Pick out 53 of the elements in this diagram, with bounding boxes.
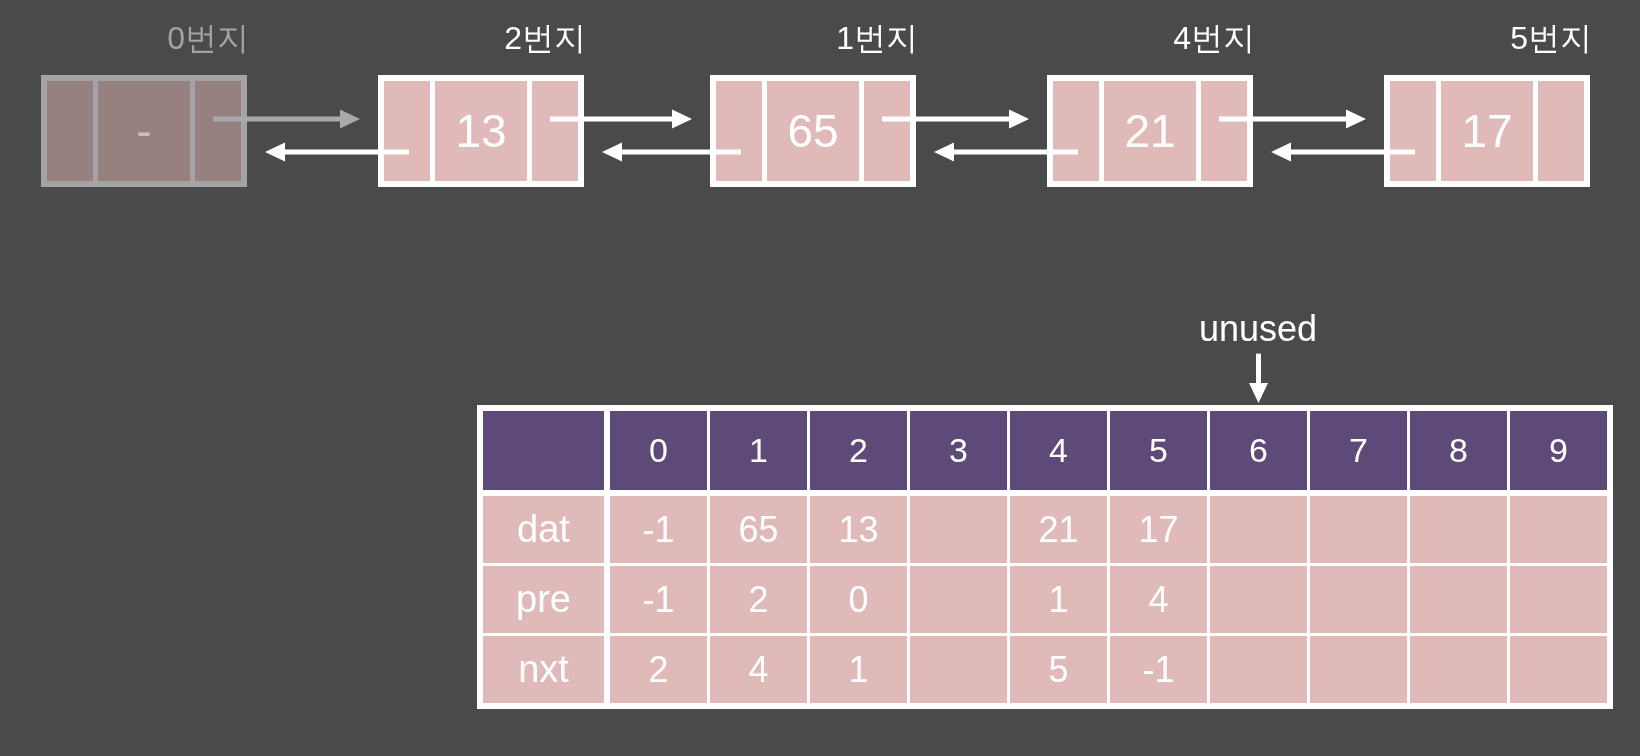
address-label: 4번지 bbox=[1173, 20, 1255, 57]
link-arrow bbox=[882, 109, 1029, 129]
node-value: 17 bbox=[1461, 108, 1513, 154]
address-label: 2번지 bbox=[504, 20, 586, 57]
table-cell: -1 bbox=[610, 496, 707, 563]
table-cell: 65 bbox=[710, 496, 807, 563]
table-cell: -1 bbox=[1110, 636, 1207, 703]
row-header-cell: dat bbox=[483, 496, 604, 563]
list-node-box bbox=[1384, 75, 1590, 187]
list-node-box bbox=[378, 75, 584, 187]
row-header-cell: nxt bbox=[483, 636, 604, 703]
table-cell: 17 bbox=[1110, 496, 1207, 563]
node-value: 13 bbox=[455, 108, 507, 154]
table-cell: 21 bbox=[1010, 496, 1107, 563]
link-arrow bbox=[1219, 109, 1366, 129]
header-cell: 2 bbox=[810, 411, 907, 490]
table-cell: 2 bbox=[710, 566, 807, 633]
header-cell: 8 bbox=[1410, 411, 1507, 490]
header-cell: 0 bbox=[610, 411, 707, 490]
address-label: 5번지 bbox=[1510, 20, 1592, 57]
table-cell: 5 bbox=[1010, 636, 1107, 703]
table-cell: 0 bbox=[810, 566, 907, 633]
link-arrow bbox=[934, 142, 1078, 162]
list-node-box bbox=[41, 75, 247, 187]
header-cell: 4 bbox=[1010, 411, 1107, 490]
list-node-box bbox=[710, 75, 916, 187]
address-label: 1번지 bbox=[836, 20, 918, 57]
table-cell: 1 bbox=[810, 636, 907, 703]
pointer-label: unused bbox=[1198, 309, 1318, 349]
node-value: 21 bbox=[1124, 108, 1176, 154]
node-value: 65 bbox=[787, 108, 839, 154]
list-node-box bbox=[1047, 75, 1253, 187]
header-cell: 9 bbox=[1510, 411, 1607, 490]
pointer-arrow bbox=[1249, 353, 1268, 403]
link-arrow bbox=[550, 109, 692, 129]
header-cell: 5 bbox=[1110, 411, 1207, 490]
table-cell: 2 bbox=[610, 636, 707, 703]
address-label: 0번지 bbox=[167, 20, 249, 57]
node-value: - bbox=[136, 108, 152, 154]
table-cell: 1 bbox=[1010, 566, 1107, 633]
table-cell: 4 bbox=[710, 636, 807, 703]
row-header-cell: pre bbox=[483, 566, 604, 633]
link-arrow bbox=[602, 142, 741, 162]
header-cell: 7 bbox=[1310, 411, 1407, 490]
table-cell: 4 bbox=[1110, 566, 1207, 633]
header-cell: 6 bbox=[1210, 411, 1307, 490]
table-cell: 13 bbox=[810, 496, 907, 563]
link-arrow bbox=[213, 109, 360, 129]
table-cell: -1 bbox=[610, 566, 707, 633]
link-arrow bbox=[1271, 142, 1415, 162]
header-cell: 3 bbox=[910, 411, 1007, 490]
header-cell: 1 bbox=[710, 411, 807, 490]
link-arrow bbox=[265, 142, 409, 162]
